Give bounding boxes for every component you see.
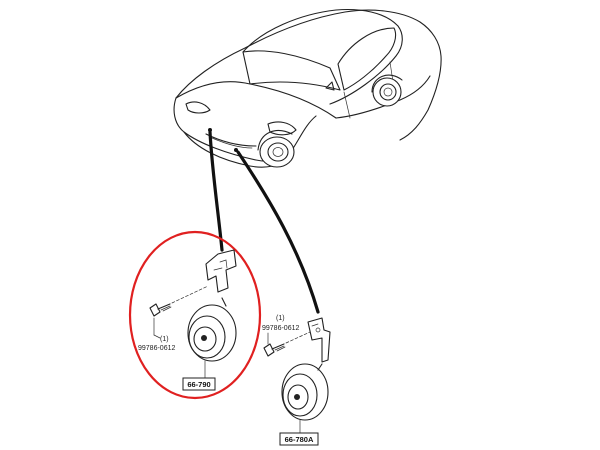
car-illustration: [173, 9, 442, 168]
horn-right-assembly: [263, 317, 331, 421]
part-number-left: 66-790: [187, 380, 210, 389]
horn-right-bracket: [307, 317, 331, 363]
bolt-right: [263, 331, 311, 357]
horn-right-terminal: [294, 394, 300, 400]
leader-line-left: [208, 130, 224, 252]
highlight-circle: [128, 230, 262, 400]
part-number-box-right: [279, 432, 319, 446]
horn-left-assembly: [149, 249, 237, 362]
qty-label-right: (1): [276, 315, 285, 322]
horn-left-bracket: [205, 249, 237, 293]
callouts: (1) 99786-0612 (1) 99786-0612 66-790 66-…: [138, 315, 319, 446]
qty-label-left: (1): [160, 336, 169, 343]
leader-line-right: [236, 150, 320, 314]
horn-right-body: [281, 363, 329, 421]
bolt-left: [149, 285, 209, 317]
bolt-part-number-left: 99786-0612: [138, 345, 175, 352]
bolt-part-number-right: 99786-0612: [262, 325, 299, 332]
horn-left-terminal: [201, 335, 207, 341]
leader-lines: [208, 130, 320, 314]
part-number-box-left: [182, 377, 216, 391]
part-number-right: 66-780A: [285, 435, 314, 444]
horn-left-body: [187, 304, 237, 362]
